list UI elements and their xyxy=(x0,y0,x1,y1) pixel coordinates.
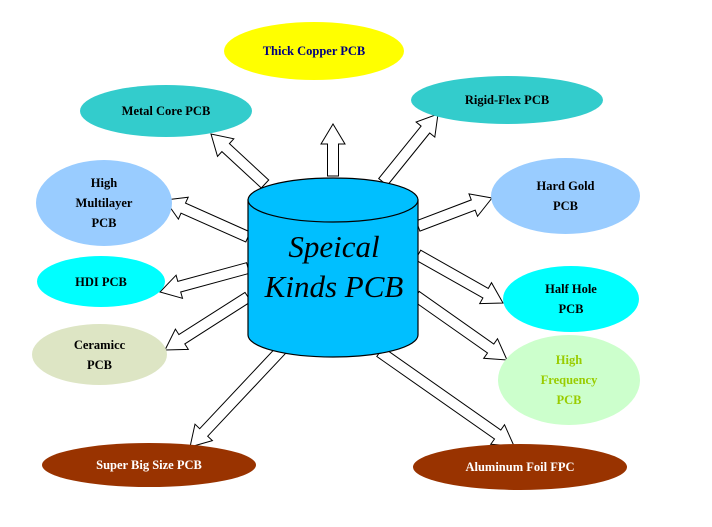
node-ceramic: Ceramicc PCB xyxy=(32,324,167,385)
node-super-big-size-label: Super Big Size PCB xyxy=(96,458,202,472)
node-rigid-flex: Rigid-Flex PCB xyxy=(411,76,603,124)
node-ceramic-label: Ceramicc PCB xyxy=(73,337,126,372)
arrow-to-metal-core xyxy=(210,133,270,189)
arrow-to-hdi xyxy=(159,262,251,300)
node-half-hole: Half Hole PCB xyxy=(503,266,639,332)
cylinder-top xyxy=(247,177,419,223)
node-aluminum-foil: Aluminum Foil FPC xyxy=(413,444,627,490)
arrow-to-thick-copper xyxy=(320,123,346,177)
arrow-to-super-big-size xyxy=(189,342,289,448)
node-metal-core: Metal Core PCB xyxy=(80,85,252,137)
node-metal-core-label: Metal Core PCB xyxy=(121,104,211,118)
node-hdi-label: HDI PCB xyxy=(75,274,127,289)
node-high-multilayer: High Multilayer PCB xyxy=(36,160,172,246)
node-rigid-flex-label: Rigid-Flex PCB xyxy=(464,93,550,107)
node-high-frequency-label: High Frequency PCB xyxy=(540,353,598,407)
node-hard-gold: Hard Gold PCB xyxy=(491,158,640,234)
arrow-layer xyxy=(159,113,515,448)
arrow-to-high-frequency xyxy=(412,290,508,361)
center-cylinder xyxy=(247,177,419,358)
arrow-to-ceramic xyxy=(164,291,252,351)
arrow-to-aluminum-foil xyxy=(376,346,515,447)
node-hdi: HDI PCB xyxy=(37,256,165,307)
arrow-to-hard-gold xyxy=(415,193,493,232)
node-thick-copper-label: Thick Copper PCB xyxy=(262,44,366,58)
arrow-to-high-multilayer xyxy=(164,196,251,243)
cylinder-body xyxy=(247,199,419,358)
node-super-big-size: Super Big Size PCB xyxy=(42,443,256,487)
arrow-to-half-hole xyxy=(414,249,504,305)
node-aluminum-foil-label: Aluminum Foil FPC xyxy=(465,460,575,474)
node-half-hole-label: Half Hole PCB xyxy=(545,282,597,316)
node-thick-copper: Thick Copper PCB xyxy=(224,22,404,80)
arrow-to-rigid-flex xyxy=(377,113,439,187)
node-hard-gold-label: Hard Gold PCB xyxy=(536,179,595,213)
node-high-multilayer-label: High Multilayer PCB xyxy=(75,176,133,230)
node-high-frequency: High Frequency PCB xyxy=(498,335,640,425)
center-title: Speical Kinds PCB xyxy=(264,229,404,304)
